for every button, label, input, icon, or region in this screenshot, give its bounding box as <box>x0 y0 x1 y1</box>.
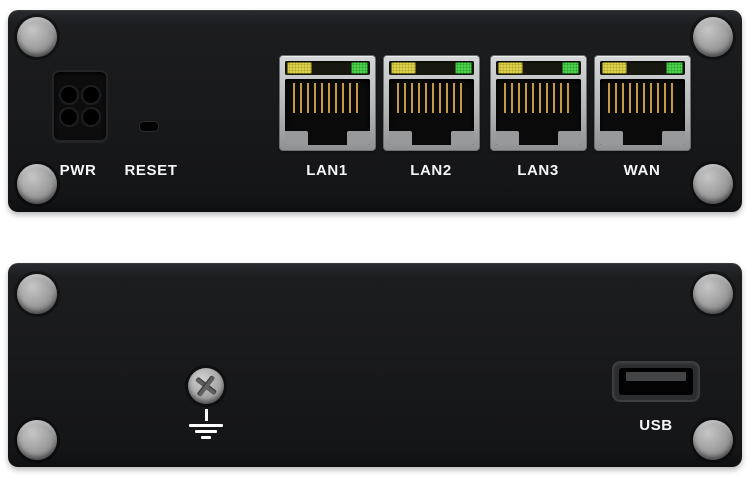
power-pin <box>61 87 77 103</box>
router-front-panel: PWR RESET LAN1 LAN2 LAN3 WAN <box>8 10 742 212</box>
yellow-led <box>287 62 312 74</box>
ethernet-port-lan2 <box>383 55 480 151</box>
usb-label: USB <box>639 417 673 434</box>
led-strip <box>600 61 685 75</box>
reset-label: RESET <box>124 162 178 179</box>
led-strip <box>285 61 370 75</box>
rj45-jack <box>389 79 474 145</box>
corner-screw <box>693 274 733 314</box>
port-label-lan2: LAN2 <box>410 162 452 179</box>
port-label-lan3: LAN3 <box>517 162 559 179</box>
green-led <box>666 62 683 74</box>
green-led <box>351 62 368 74</box>
router-bottom-panel: USB <box>8 263 742 467</box>
ethernet-port-wan <box>594 55 691 151</box>
earth-ground-symbol <box>189 409 223 439</box>
usb-tongue <box>626 372 686 381</box>
rj45-pins <box>503 83 574 113</box>
corner-screw <box>17 164 57 204</box>
green-led <box>562 62 579 74</box>
yellow-led <box>498 62 523 74</box>
usb-slot <box>619 368 693 395</box>
yellow-led <box>602 62 627 74</box>
rj45-jack <box>600 79 685 145</box>
corner-screw <box>17 420 57 460</box>
reset-pinhole <box>139 121 159 132</box>
corner-screw <box>693 164 733 204</box>
grounding-screw <box>188 368 224 404</box>
power-pin <box>61 109 77 125</box>
rj45-pins <box>607 83 678 113</box>
corner-screw <box>693 17 733 57</box>
rj45-jack <box>285 79 370 145</box>
ethernet-port-lan3 <box>490 55 587 151</box>
ethernet-port-lan1 <box>279 55 376 151</box>
corner-screw <box>17 274 57 314</box>
green-led <box>455 62 472 74</box>
rj45-jack <box>496 79 581 145</box>
corner-screw <box>693 420 733 460</box>
yellow-led <box>391 62 416 74</box>
port-label-lan1: LAN1 <box>306 162 348 179</box>
usb-port <box>612 361 700 402</box>
led-strip <box>496 61 581 75</box>
led-strip <box>389 61 474 75</box>
pwr-label: PWR <box>59 162 97 179</box>
rj45-pins <box>292 83 363 113</box>
rj45-pins <box>396 83 467 113</box>
power-pin <box>83 109 99 125</box>
power-connector <box>52 70 108 142</box>
corner-screw <box>17 17 57 57</box>
power-pin <box>83 87 99 103</box>
port-label-wan: WAN <box>623 162 661 179</box>
